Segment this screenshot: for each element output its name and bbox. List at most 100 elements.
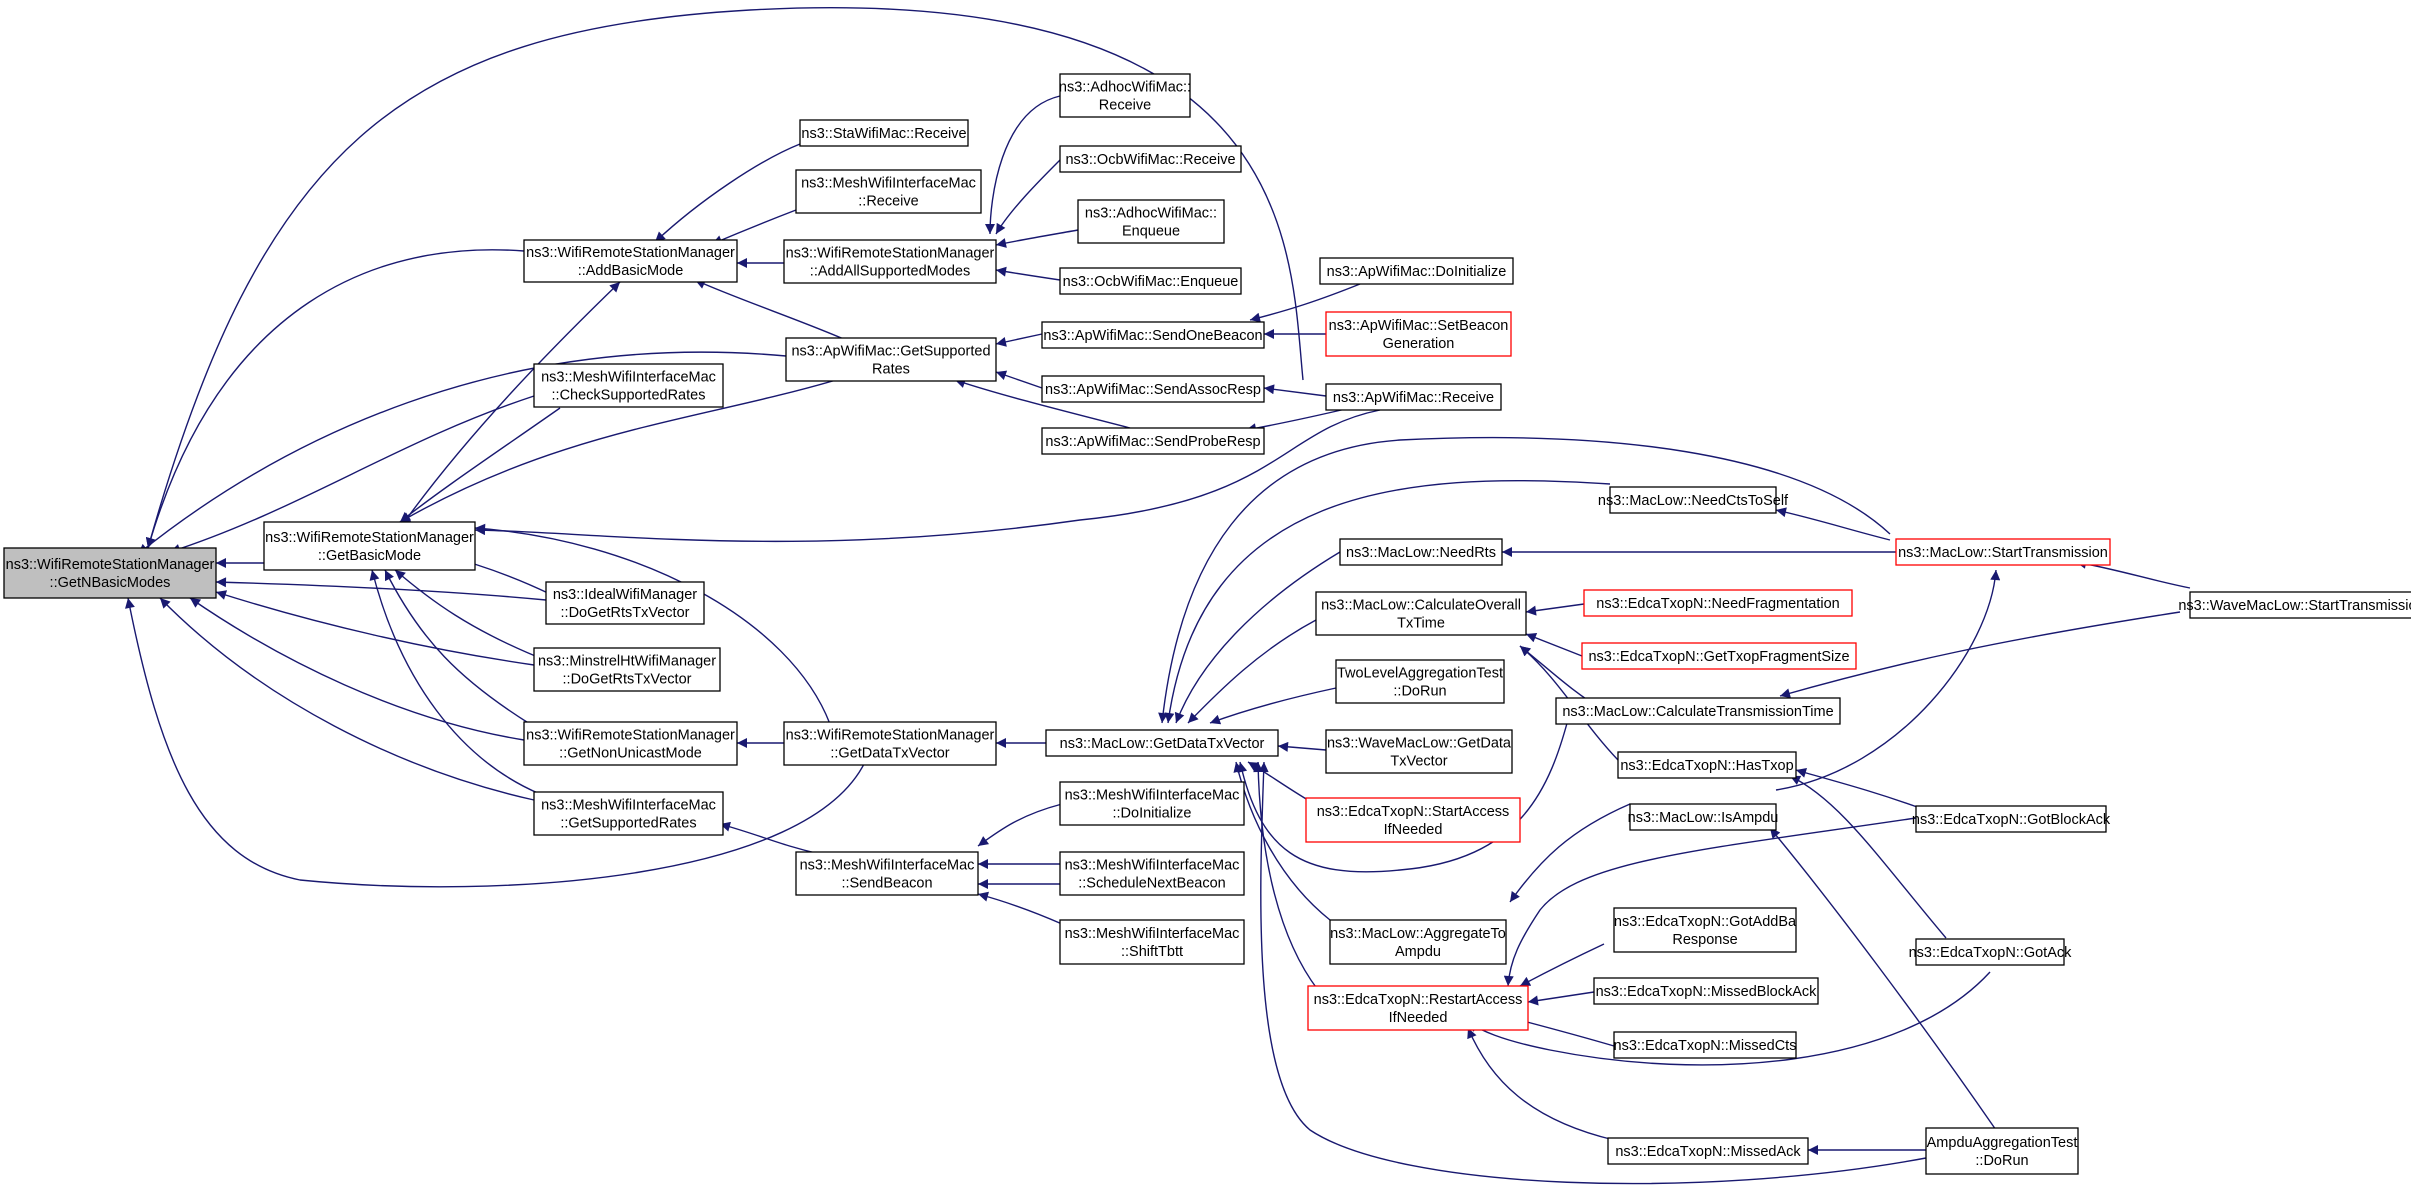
node-label: ::DoRun [1975,1153,2028,1169]
node-label: ns3::MacLow::GetDataTxVector [1060,736,1265,752]
node-meshsched[interactable]: ns3::MeshWifiInterfaceMac::ScheduleNextB… [1059,851,1245,896]
node-box [1581,642,1857,670]
node-label: ::ShiftTbtt [1121,944,1183,960]
node-label: Response [1672,932,1737,948]
node-missedblockack[interactable]: ns3::EdcaTxopN::MissedBlockAck [1593,977,1819,1005]
node-addbasic[interactable]: ns3::WifiRemoteStationManager::AddBasicM… [523,239,738,283]
node-label: ::DoRun [1393,684,1446,700]
node-isampdu[interactable]: ns3::MacLow::IsAmpdu [1628,803,1779,831]
node-ideal[interactable]: ns3::IdealWifiManager::DoGetRtsTxVector [545,581,705,625]
node-label: ::DoGetRtsTxVector [561,605,690,621]
node-label: ns3::MacLow::AggregateTo [1330,926,1506,942]
node-box [1305,797,1521,843]
node-label: TxVector [1390,754,1447,770]
node-label: ns3::EdcaTxopN::StartAccess [1317,804,1510,820]
node-gotack[interactable]: ns3::EdcaTxopN::GotAck [1909,938,2073,966]
node-label: ns3::ApWifiMac::SetBeacon [1329,318,1509,334]
node-root[interactable]: ns3::WifiRemoteStationManager::GetNBasic… [3,547,217,599]
edge-needrts-to-macgetdatatx [1174,551,1341,724]
node-calctxtime[interactable]: ns3::MacLow::CalculateTransmissionTime [1555,697,1841,725]
node-sendonebeacon[interactable]: ns3::ApWifiMac::SendOneBeacon [1041,321,1265,349]
node-box [1319,257,1514,285]
node-minstrel[interactable]: ns3::MinstrelHtWifiManager::DoGetRtsTxVe… [533,647,721,692]
node-label: ns3::WifiRemoteStationManager [265,530,474,546]
edge-apgetsup-to-getbasic [399,379,837,523]
node-adhocreceive[interactable]: ns3::AdhocWifiMac::Receive [1059,73,1191,118]
edge-ampdutest-to-macgetdatatx [1258,761,1927,1185]
edge-meshreceive-to-addbasic [711,209,797,245]
node-box [1617,751,1797,779]
edge-sendonebeacon-to-apgetsup [995,333,1043,347]
node-label: ns3::WifiRemoteStationManager [526,728,735,744]
node-box [1059,145,1242,173]
node-ocbenqueue[interactable]: ns3::OcbWifiMac::Enqueue [1059,267,1242,295]
node-label: ns3::IdealWifiManager [553,587,697,603]
node-box [1925,1127,2079,1175]
node-label: TxTime [1397,616,1445,632]
node-box [1593,977,1819,1005]
node-label: Generation [1383,336,1455,352]
node-label: ns3::ApWifiMac::SendAssocResp [1045,382,1261,398]
node-apreceive[interactable]: ns3::ApWifiMac::Receive [1325,383,1502,411]
node-sendassoc[interactable]: ns3::ApWifiMac::SendAssocResp [1041,375,1265,403]
node-needctstoself[interactable]: ns3::MacLow::NeedCtsToSelf [1598,486,1789,514]
node-label: ::AddBasicMode [578,263,684,279]
node-box [1325,311,1512,357]
node-label: ::GetBasicMode [318,548,421,564]
node-getbasic[interactable]: ns3::WifiRemoteStationManager::GetBasicM… [263,521,476,571]
node-getdatatx[interactable]: ns3::WifiRemoteStationManager::GetDataTx… [783,721,997,766]
node-meshgetsup[interactable]: ns3::MeshWifiInterfaceMac::GetSupportedR… [533,791,724,836]
edge-apreceive-to-sendassoc [1263,384,1327,397]
edge-layer [125,7,2191,1185]
node-missedcts[interactable]: ns3::EdcaTxopN::MissedCts [1613,1031,1797,1059]
node-needfrag[interactable]: ns3::EdcaTxopN::NeedFragmentation [1583,589,1853,617]
node-gotblockack[interactable]: ns3::EdcaTxopN::GotBlockAck [1912,805,2111,833]
node-label: ns3::ApWifiMac::DoInitialize [1327,264,1507,280]
node-starttx[interactable]: ns3::MacLow::StartTransmission [1895,538,2111,566]
node-box [1307,985,1529,1031]
node-wavestarttx[interactable]: ns3::WaveMacLow::StartTransmission [2178,591,2411,619]
node-meshreceive[interactable]: ns3::MeshWifiInterfaceMac::Receive [795,169,982,214]
node-label: ns3::MeshWifiInterfaceMac [1065,858,1240,874]
edge-needctstoself-to-macgetdatatx [1164,479,1611,724]
node-box [1059,781,1245,826]
edge-meshcheck-to-getbasic [399,407,561,523]
node-stareceive[interactable]: ns3::StaWifiMac::Receive [799,119,969,147]
node-label: ns3::EdcaTxopN::GotAck [1909,945,2073,961]
edge-adhocreceive-to-addallsup [985,95,1061,235]
node-label: IfNeeded [1384,822,1443,838]
node-label: ns3::WifiRemoteStationManager [6,557,215,573]
node-macgetdatatx[interactable]: ns3::MacLow::GetDataTxVector [1045,729,1279,757]
node-meshcheck[interactable]: ns3::MeshWifiInterfaceMac::CheckSupporte… [533,363,724,408]
node-adhocenqueue[interactable]: ns3::AdhocWifiMac::Enqueue [1077,199,1225,244]
node-getfragsize[interactable]: ns3::EdcaTxopN::GetTxopFragmentSize [1581,642,1857,670]
edge-minstrel-to-getbasic [394,569,546,661]
edge-ideal-to-root [215,577,547,601]
node-needrts[interactable]: ns3::MacLow::NeedRts [1339,538,1503,566]
node-wavegetdata[interactable]: ns3::WaveMacLow::GetDataTxVector [1325,729,1513,774]
node-addallsup[interactable]: ns3::WifiRemoteStationManager::AddAllSup… [783,239,997,284]
node-hastxop[interactable]: ns3::EdcaTxopN::HasTxop [1617,751,1797,779]
node-ocbreceive[interactable]: ns3::OcbWifiMac::Receive [1059,145,1242,173]
node-missedack[interactable]: ns3::EdcaTxopN::MissedAck [1607,1137,1809,1165]
node-sendbeacon[interactable]: ns3::MeshWifiInterfaceMac::SendBeacon [795,851,979,896]
node-meshshift[interactable]: ns3::MeshWifiInterfaceMac::ShiftTbtt [1059,919,1245,965]
node-apgetsup[interactable]: ns3::ApWifiMac::GetSupportedRates [785,337,997,382]
node-ampdutest[interactable]: AmpduAggregationTest::DoRun [1925,1127,2079,1175]
edge-meshdoinit-to-sendbeacon [977,803,1063,847]
node-sendprobe[interactable]: ns3::ApWifiMac::SendProbeResp [1041,427,1265,455]
edge-apreceive-to-getbasic [474,409,1381,543]
node-box [1609,486,1777,514]
node-box [1339,538,1503,566]
node-nonunicast[interactable]: ns3::WifiRemoteStationManager::GetNonUni… [523,721,738,766]
node-apdoinit[interactable]: ns3::ApWifiMac::DoInitialize [1319,257,1514,285]
node-twolevel[interactable]: TwoLevelAggregationTest::DoRun [1335,659,1505,704]
node-box [263,521,476,571]
node-meshdoinit[interactable]: ns3::MeshWifiInterfaceMac::DoInitialize [1059,781,1245,826]
